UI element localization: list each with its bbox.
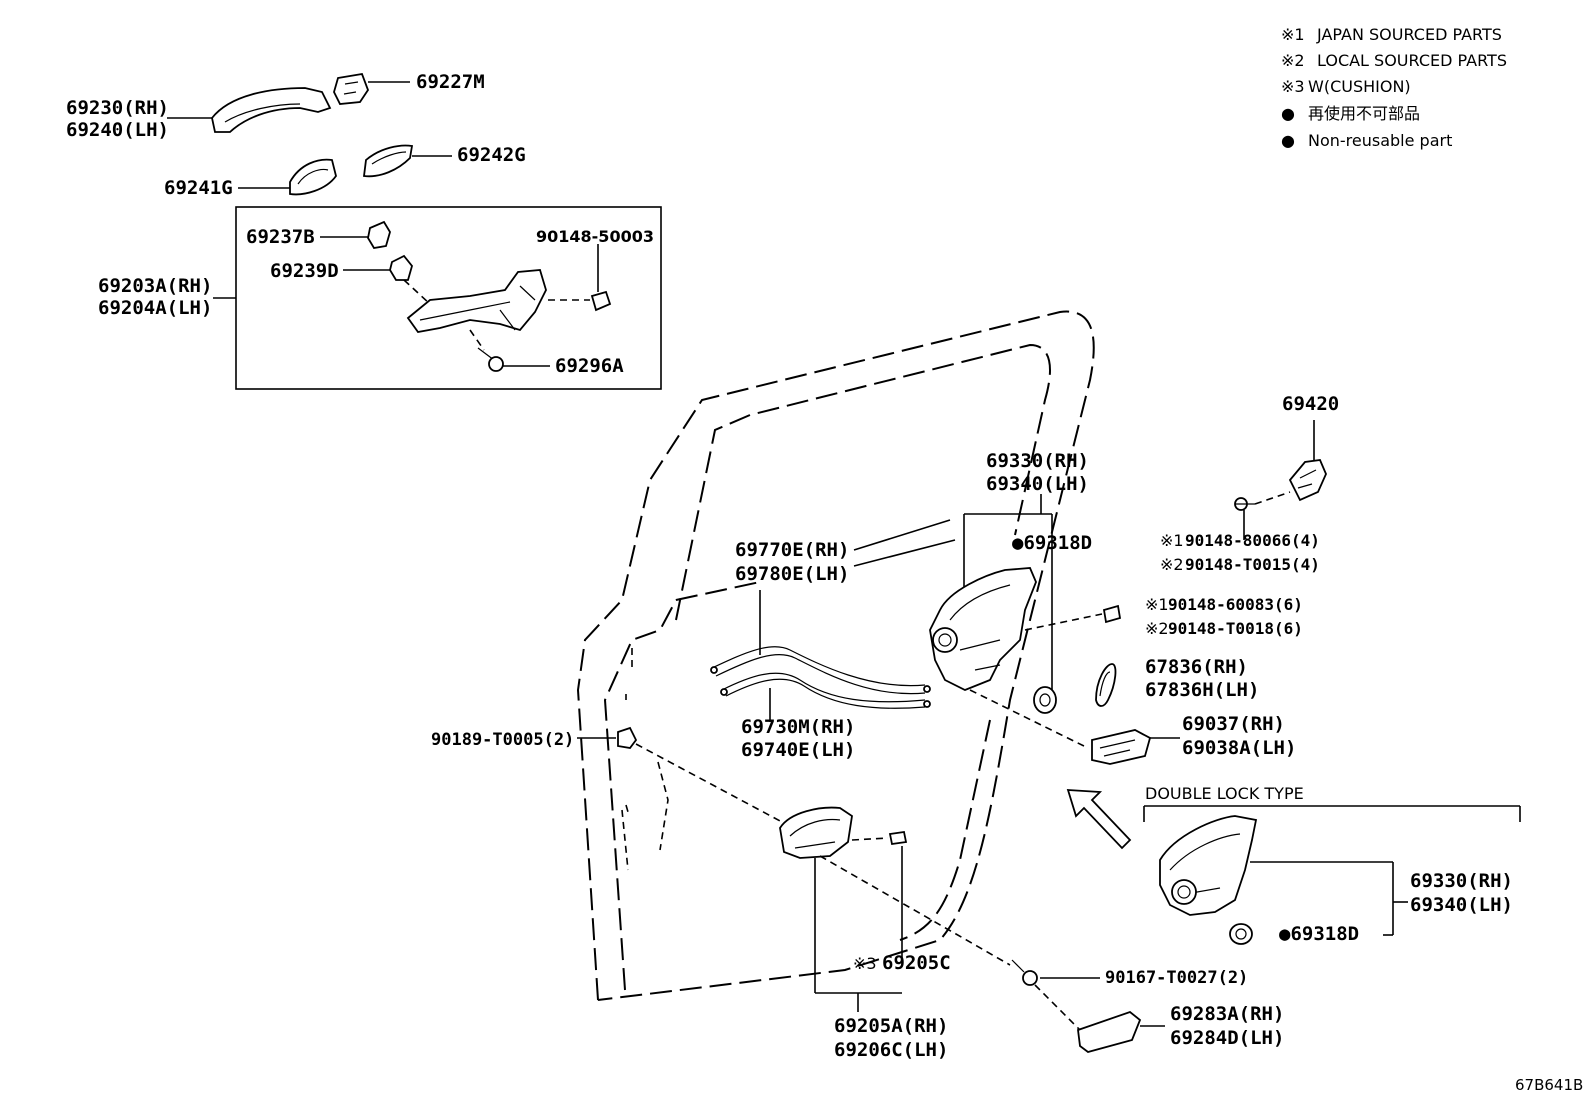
- double-lock-washer-shape: [1229, 923, 1253, 945]
- legend-mark-1: ※1: [1281, 25, 1305, 44]
- striker-shape: [1288, 459, 1327, 502]
- label-69205A: 69205A(RH): [834, 1015, 948, 1037]
- label-90148-T0015: 90148-T0015(4): [1185, 555, 1320, 574]
- label-69340-top: 69340(LH): [986, 473, 1089, 495]
- label-69340-dl: 69340(LH): [1410, 894, 1513, 916]
- label-69780E: 69780E(LH): [735, 563, 849, 585]
- label-69240: 69240(LH): [66, 119, 169, 141]
- legend-text-2: LOCAL SOURCED PARTS: [1317, 51, 1507, 70]
- label-69330-top: 69330(RH): [986, 450, 1089, 472]
- cable-lower: [721, 672, 926, 703]
- mark-2-T0018: ※2: [1145, 619, 1169, 638]
- outside-handle-group: 69230(RH) 69240(LH) 69227M 69241G 69242G: [66, 71, 526, 199]
- handle-pad-rear-shape: [362, 144, 414, 178]
- screw-69296A-shape: [488, 356, 504, 372]
- legend-mark-2: ※2: [1281, 51, 1305, 70]
- label-90148-T0018: 90148-T0018(6): [1168, 619, 1303, 638]
- bolt-90148-60083-shape: [1102, 604, 1122, 624]
- handle-pad-front-shape: [289, 158, 337, 196]
- label-69037: 69037(RH): [1182, 713, 1285, 735]
- label-69239D: 69239D: [270, 260, 339, 282]
- striker-group: 69420 ※1 90148-80066(4) ※2 90148-T0015(4…: [1160, 393, 1339, 574]
- cable-group: 69770E(RH) 69780E(LH) 69730M(RH) 69740E(…: [710, 519, 956, 761]
- cable-upper: [711, 646, 926, 687]
- door-outline: [576, 310, 1095, 1001]
- seal-group: 67836(RH) 67836H(LH): [1095, 656, 1259, 707]
- label-69330-dl: 69330(RH): [1410, 870, 1513, 892]
- label-69296A: 69296A: [555, 355, 624, 377]
- inside-handle-shape: [779, 806, 853, 859]
- door-lock-shape: [929, 567, 1037, 691]
- outside-handle-shape: [211, 87, 332, 133]
- label-67836: 67836(RH): [1145, 656, 1248, 678]
- door-inner-edge: [603, 599, 991, 991]
- label-69242G: 69242G: [457, 144, 526, 166]
- label-69237B: 69237B: [246, 226, 315, 248]
- label-90148-80066: 90148-80066(4): [1185, 531, 1320, 550]
- label-69318D-top: ●69318D: [1012, 532, 1092, 554]
- handle-frame-shape: [406, 269, 547, 333]
- label-67836H: 67836H(LH): [1145, 679, 1259, 701]
- label-69227M: 69227M: [416, 71, 485, 93]
- double-lock-group: DOUBLE LOCK TYPE 69330(RH) 69340(LH) ●69…: [1143, 784, 1521, 945]
- cover-69037-shape: [1091, 729, 1152, 765]
- cover-group: 69037(RH) 69038A(LH): [969, 689, 1296, 765]
- label-69205C: 69205C: [882, 952, 951, 974]
- bolt-90148-50003-shape: [590, 290, 612, 312]
- label-90189-T0005: 90189-T0005(2): [431, 730, 574, 750]
- label-69420: 69420: [1282, 393, 1339, 415]
- view-arrow: [1066, 789, 1132, 850]
- label-double-lock-type: DOUBLE LOCK TYPE: [1145, 784, 1304, 803]
- label-69038A: 69038A(LH): [1182, 737, 1296, 759]
- legend-mark-4: ●: [1281, 104, 1295, 123]
- label-90167-T0027: 90167-T0027(2): [1105, 968, 1248, 988]
- label-69204A: 69204A(LH): [98, 297, 212, 319]
- handle-frame-box: 69237B 69239D 90148-50003 69203A(RH) 692…: [98, 206, 662, 390]
- mark-2-T0015: ※2: [1160, 555, 1184, 574]
- seal-67836-shape: [1095, 663, 1117, 707]
- mark-1-80066: ※1: [1160, 531, 1184, 550]
- label-69203A: 69203A(RH): [98, 275, 212, 297]
- legend-text-5: Non-reusable part: [1308, 131, 1452, 150]
- label-69283A: 69283A(RH): [1170, 1003, 1284, 1025]
- legend-mark-3: ※3: [1281, 77, 1305, 96]
- door-window-frame: [675, 343, 1051, 621]
- clip-69239D-shape: [389, 254, 413, 281]
- clip-90189-shape: [617, 726, 638, 749]
- label-69230: 69230(RH): [66, 97, 169, 119]
- mark-1-60083: ※1: [1145, 595, 1169, 614]
- label-69284D: 69284D(LH): [1170, 1027, 1284, 1049]
- legend-mark-5: ●: [1281, 131, 1295, 150]
- label-69770E: 69770E(RH): [735, 539, 849, 561]
- label-69241G: 69241G: [164, 177, 233, 199]
- inside-handle-group: 90189-T0005(2) ※3 69205C 90167-T0027(2) …: [431, 726, 1284, 1061]
- door-lock-assembly: 69330(RH) 69340(LH) ●69318D ※1 90148-600…: [929, 450, 1303, 714]
- legend-text-1: JAPAN SOURCED PARTS: [1316, 25, 1502, 44]
- label-69730M: 69730M(RH): [741, 716, 855, 738]
- bezel-69283A-shape: [1077, 1010, 1142, 1053]
- label-69318D-dl: ●69318D: [1279, 923, 1359, 945]
- cushion-69205C-shape: [888, 830, 908, 846]
- mark-3-69205C: ※3: [853, 954, 877, 973]
- clip-69237B-shape: [367, 220, 391, 249]
- door-outer-edge: [576, 310, 1095, 1001]
- arrow-icon: [1066, 789, 1132, 850]
- label-69740E: 69740E(LH): [741, 739, 855, 761]
- legend-text-3: W(CUSHION): [1308, 77, 1411, 96]
- label-90148-60083: 90148-60083(6): [1168, 595, 1303, 614]
- washer-69318D-shape: [1033, 686, 1057, 714]
- label-90148-50003: 90148-50003: [536, 227, 654, 246]
- screw-90167-shape: [1022, 970, 1038, 986]
- diagram-reference-code: 67B641B: [1515, 1076, 1583, 1094]
- legend-text-4: 再使用不可部品: [1308, 104, 1420, 123]
- label-69206C: 69206C(LH): [834, 1039, 948, 1061]
- handle-cap-shape: [333, 72, 370, 105]
- legend: ※1 JAPAN SOURCED PARTS ※2 LOCAL SOURCED …: [1281, 25, 1507, 150]
